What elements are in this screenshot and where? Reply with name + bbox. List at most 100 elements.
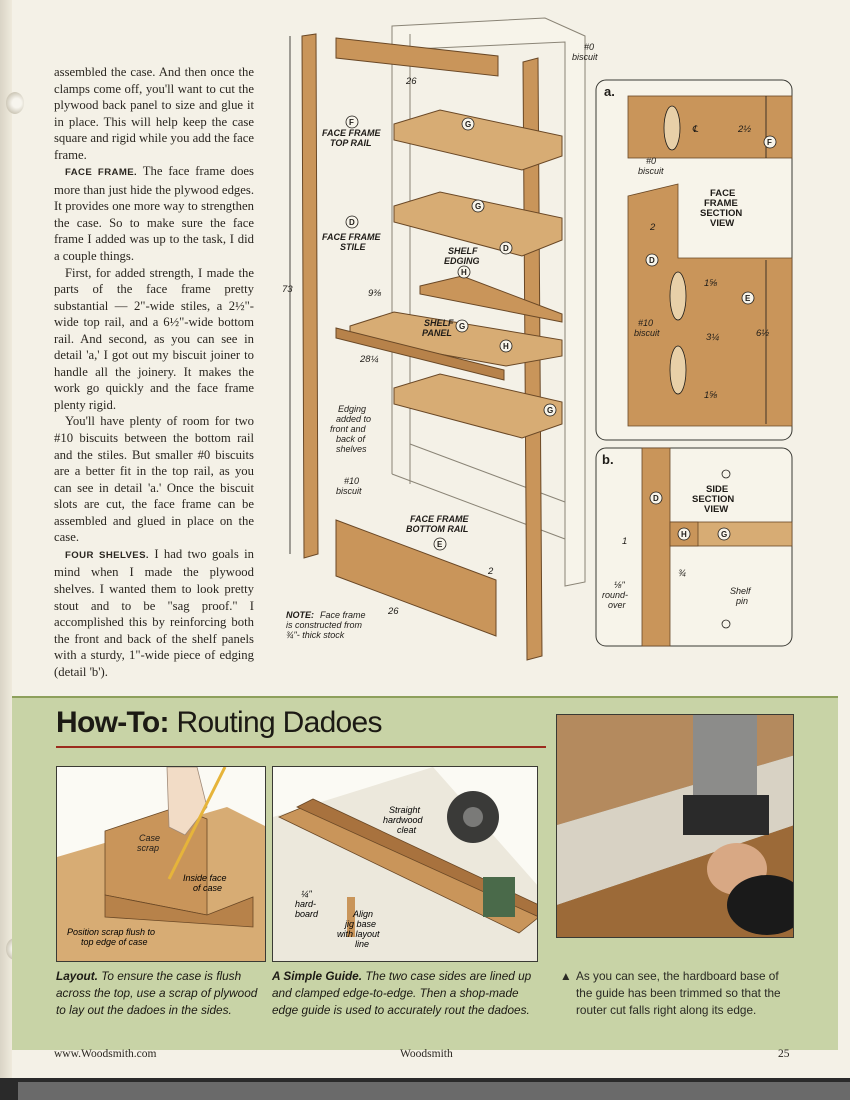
- detail-a-centerline: ℄: [692, 124, 699, 135]
- part-h-letter: H: [461, 268, 467, 277]
- label-edging: added to: [336, 414, 371, 424]
- label-straight-cleat: hardwood: [383, 815, 424, 825]
- label-face-top-rail: FACE FRAME: [322, 128, 381, 138]
- caption-layout-text: To ensure the case is flush across the t…: [56, 969, 258, 1017]
- article-paragraph: FOUR SHELVES. I had two goals in mind wh…: [54, 546, 254, 680]
- dim-28-1-4: 28¼: [359, 354, 379, 365]
- part-h-letter: H: [503, 342, 509, 351]
- detail-a-title: FRAME: [704, 198, 738, 209]
- part-d-marker: [499, 241, 513, 255]
- detail-a-biscuit10: #10: [638, 318, 653, 328]
- detail-b: b. D SIDE SECTION VIEW H G 1 ¾ ⅛" round-…: [595, 447, 793, 647]
- detail-b-title: SIDE: [706, 484, 728, 495]
- page-number: 25: [778, 1048, 790, 1060]
- label-bottom-rail: BOTTOM RAIL: [406, 524, 468, 534]
- router-photo: [556, 714, 794, 938]
- label-inside-face: Inside face: [183, 873, 227, 883]
- part-g-marker: [455, 319, 469, 333]
- note-head: NOTE:: [286, 610, 314, 620]
- page-left-edge: [0, 0, 12, 1100]
- detail-b-roundover: over: [608, 600, 627, 610]
- detail-a-biscuit0: biscuit: [638, 166, 664, 176]
- paragraph-text: The face frame does more than just hide …: [54, 164, 254, 264]
- part-d-letter: D: [503, 244, 509, 253]
- label-shelf-edging: EDGING: [444, 256, 480, 266]
- label-inside-face: of case: [193, 883, 222, 893]
- article-text: assembled the case. And then once the cl…: [54, 64, 254, 680]
- detail-a-dim: 1⅝: [704, 278, 717, 289]
- run-in-head: FACE FRAME.: [65, 167, 138, 179]
- caption-layout-head: Layout.: [56, 969, 98, 983]
- detail-b-roundover: ⅛": [614, 580, 626, 590]
- label-align-jig: with layout: [337, 929, 380, 939]
- label-position-scrap: top edge of case: [81, 937, 148, 947]
- layout-illustration: Case scrap Inside face of case Position …: [56, 766, 266, 962]
- label-align-jig: Align: [352, 909, 373, 919]
- footer-title: Woodsmith: [400, 1048, 453, 1060]
- part-f-marker: [345, 115, 359, 129]
- caption-arrow-icon: ▲: [560, 969, 572, 983]
- part-f-letter: F: [349, 118, 354, 127]
- label-shelf-edging: SHELF: [448, 246, 478, 256]
- part-h-marker: [499, 339, 513, 353]
- label-case-scrap: Case: [139, 833, 160, 843]
- detail-a-letter: a.: [604, 84, 615, 99]
- binder-hole: [6, 92, 24, 114]
- howto-title: How-To: Routing Dadoes: [56, 706, 383, 740]
- note-text: Face frame: [320, 610, 366, 620]
- caption-guide-text: The two case sides are lined up and clam…: [272, 969, 532, 1017]
- label-align-jig: line: [355, 939, 369, 949]
- article-paragraph: assembled the case. And then once the cl…: [54, 65, 254, 162]
- label-case-scrap: scrap: [137, 843, 159, 853]
- dim-9-3-8: 9⅜: [368, 288, 381, 299]
- note-text: ¾"- thick stock: [286, 630, 345, 640]
- part-g-marker: [471, 199, 485, 213]
- detail-b-dim: 1: [622, 536, 627, 547]
- label-biscuit0: biscuit: [572, 52, 598, 62]
- face-frame-bottom-rail: [335, 519, 497, 637]
- label-hardboard: board: [295, 909, 319, 919]
- detail-b-letter: b.: [602, 452, 614, 467]
- howto-section: How-To: Routing Dadoes Case scrap Inside…: [12, 696, 838, 1050]
- part-e-marker: [433, 537, 447, 551]
- part-g-letter: G: [547, 406, 553, 415]
- howto-title-rule: [56, 746, 546, 748]
- detail-a-title: VIEW: [710, 218, 734, 229]
- dim-26-bottom: 26: [387, 606, 399, 617]
- article-paragraph: First, for added strength, I made the pa…: [54, 265, 254, 412]
- part-g-marker: [461, 117, 475, 131]
- label-edging: shelves: [336, 444, 367, 454]
- part-h-marker: [457, 265, 471, 279]
- label-shelf-panel: PANEL: [422, 328, 452, 338]
- detail-b-shelf-pin: Shelf: [730, 586, 752, 596]
- detail-a-dim: 2: [649, 222, 656, 233]
- label-straight-cleat: Straight: [389, 805, 421, 815]
- label-position-scrap: Position scrap flush to: [67, 927, 155, 937]
- caption-simple-guide: A Simple Guide. The two case sides are l…: [272, 968, 542, 1019]
- paragraph-text: I had two goals in mind when I made the …: [54, 546, 254, 679]
- label-edging: back of: [336, 434, 367, 444]
- detail-a-title: FACE: [710, 188, 735, 199]
- part-e-letter: E: [437, 540, 443, 549]
- detail-a-biscuit10: biscuit: [634, 328, 660, 338]
- note-text: is constructed from: [286, 620, 363, 630]
- label-face-top-rail: TOP RAIL: [330, 138, 372, 148]
- label-face-stile: STILE: [340, 242, 366, 252]
- caption-layout: Layout. To ensure the case is flush acro…: [56, 968, 266, 1019]
- detail-a-biscuit0: #0: [646, 156, 656, 166]
- label-straight-cleat: cleat: [397, 825, 417, 835]
- caption-photo-text: As you can see, the hardboard base of th…: [576, 969, 781, 1017]
- caption-photo: ▲ As you can see, the hardboard base of t…: [560, 968, 796, 1019]
- label-align-jig: jig base: [344, 919, 376, 929]
- detail-b-dim: ¾: [678, 568, 686, 579]
- part-g-letter: G: [459, 322, 465, 331]
- label-hardboard: ¼": [301, 889, 313, 899]
- detail-a-dim: 6½: [756, 328, 769, 339]
- face-frame-stile-left: [301, 33, 319, 559]
- guide-illustration: Straight hardwood cleat ¼" hard- board A…: [272, 766, 538, 962]
- label-hardboard: hard-: [295, 899, 316, 909]
- article-paragraph: You'll have plenty of room for two #10 b…: [54, 414, 254, 545]
- page-bottom-edge-inner: [18, 1082, 850, 1100]
- part-d-letter: D: [349, 218, 355, 227]
- detail-b-part-g: G: [721, 530, 727, 539]
